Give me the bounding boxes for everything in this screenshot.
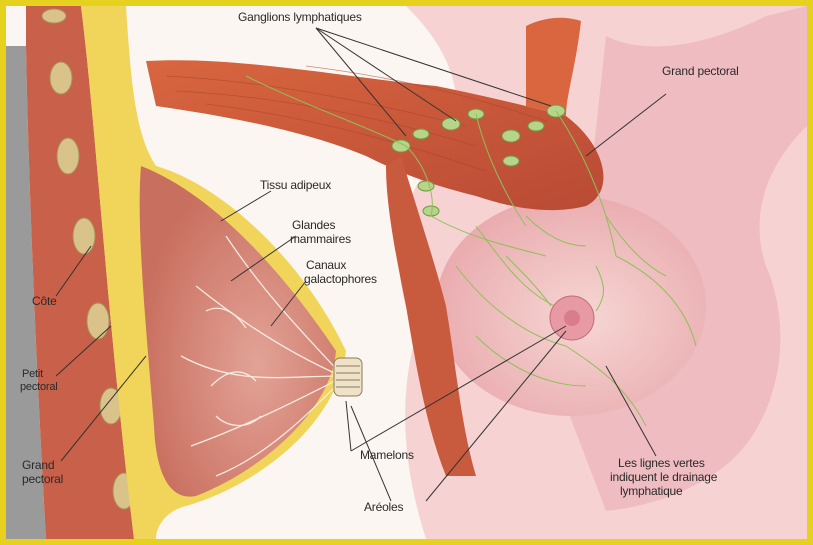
- label-tissu-adipeux: Tissu adipeux: [260, 178, 331, 192]
- label-lignes-line3: lymphatique: [620, 484, 683, 498]
- nipple: [564, 310, 580, 326]
- label-grand-pectoral-right: Grand pectoral: [662, 64, 739, 78]
- label-canaux-line1: Canaux: [306, 258, 346, 272]
- label-petit-line2: pectoral: [20, 381, 58, 394]
- label-cote: Côte: [32, 294, 57, 308]
- label-petit-line1: Petit: [22, 368, 43, 381]
- label-grand-pectoral-left-line1: Grand: [22, 458, 54, 472]
- label-canaux-line2: galactophores: [304, 272, 377, 286]
- label-ganglions-lymphatiques: Ganglions lymphatiques: [238, 10, 362, 24]
- label-mamelons: Mamelons: [360, 448, 414, 462]
- nipple-section: [334, 358, 362, 396]
- label-lignes-line2: indiquent le drainage: [610, 470, 717, 484]
- label-grand-pectoral-left-line2: pectoral: [22, 472, 63, 486]
- label-glandes-line1: Glandes: [292, 218, 335, 232]
- label-glandes-line2: mammaires: [290, 232, 351, 246]
- label-lignes-line1: Les lignes vertes: [618, 456, 705, 470]
- label-areoles: Aréoles: [364, 500, 403, 514]
